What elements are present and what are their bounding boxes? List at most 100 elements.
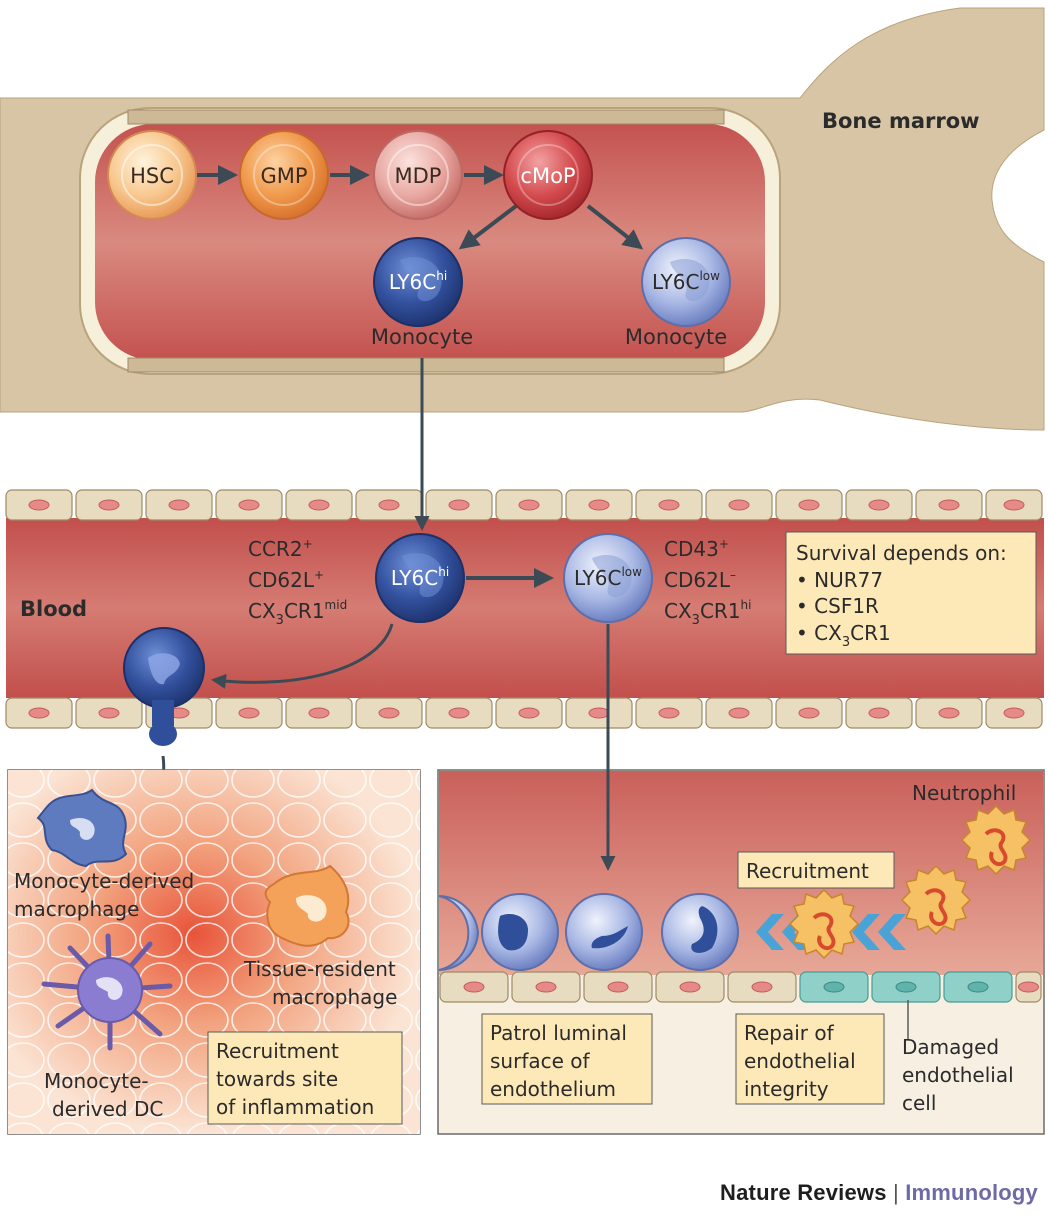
gmp-cell: GMP: [239, 130, 329, 220]
svg-text:endothelium: endothelium: [490, 1077, 616, 1101]
endothelial-nucleus: [938, 707, 960, 719]
endothelial-nucleus: [728, 707, 750, 719]
neutrophil-cell-3: [960, 804, 1032, 876]
survival-csf1r: • CSF1R: [796, 594, 879, 618]
svg-text:CD43+: CD43+: [664, 537, 729, 561]
svg-text:endothelial: endothelial: [744, 1049, 856, 1073]
svg-text:LY6Chi: LY6Chi: [389, 269, 447, 294]
recruitment-site-box: Recruitment towards site of inflammation: [207, 1031, 403, 1125]
svg-text:CCR2+: CCR2+: [248, 537, 313, 561]
endothelial-nucleus: [1018, 981, 1039, 993]
endothelial-nucleus: [518, 707, 540, 719]
endothelial-nucleus: [607, 981, 629, 993]
marrow-ly6c-hi-monocyte: LY6Chi Monocyte: [371, 237, 473, 349]
endothelial-nucleus: [938, 499, 960, 511]
blood-label: Blood: [20, 597, 87, 621]
patrolling-monocytes: [438, 893, 739, 971]
mono-mac-label-1: Monocyte-derived: [14, 869, 194, 893]
endothelial-nucleus: [728, 499, 750, 511]
neutrophil-cell-2: [900, 864, 972, 936]
svg-text:cell: cell: [902, 1091, 936, 1115]
endothelial-nucleus: [28, 707, 50, 719]
endothelial-nucleus: [448, 499, 470, 511]
endothelial-nucleus: [751, 981, 773, 993]
svg-text:LY6Clow: LY6Clow: [652, 269, 720, 294]
endothelial-nucleus: [463, 981, 485, 993]
ly6c-label: LY6C: [391, 566, 438, 590]
endothelial-nucleus: [238, 499, 260, 511]
mdp-label: MDP: [395, 164, 442, 188]
journal-section: Immunology: [905, 1180, 1038, 1205]
cd62l-label: CD62L: [248, 568, 315, 592]
endothelial-nucleus: [1003, 707, 1025, 719]
svg-text:Recruitment: Recruitment: [216, 1039, 339, 1063]
endothelial-nucleus: [28, 499, 50, 511]
endothelial-nucleus: [658, 707, 680, 719]
tissue-resident-macrophage: [264, 864, 350, 947]
endothelial-nucleus: [967, 981, 989, 993]
ly6c-label: LY6C: [652, 270, 699, 294]
endothelial-nucleus: [168, 499, 190, 511]
mono-mac-label-2: macrophage: [14, 897, 139, 921]
endothelial-nucleus: [238, 707, 260, 719]
tissue-resident-label-2: macrophage: [272, 985, 397, 1009]
hsc-cell: HSC: [107, 130, 197, 220]
endothelial-nucleus: [679, 981, 701, 993]
mono-dc-label-1: Monocyte-: [44, 1069, 149, 1093]
svg-text:endothelial: endothelial: [902, 1063, 1014, 1087]
marrow-vessel-bottom-edge: [127, 357, 725, 373]
endothelial-nucleus: [868, 499, 890, 511]
endothelium-top: [5, 489, 1043, 521]
blood-ly6c-low-monocyte: LY6Clow: [563, 533, 653, 623]
endothelial-nucleus: [378, 499, 400, 511]
blood-ly6c-hi-monocyte: LY6Chi: [375, 533, 465, 623]
low-superscript: low: [621, 565, 642, 579]
cd43-label: CD43: [664, 537, 719, 561]
endothelial-nucleus: [518, 499, 540, 511]
tissue-resident-label-1: Tissue-resident: [243, 957, 396, 981]
mono-dc-label-2: derived DC: [52, 1097, 163, 1121]
endothelial-nucleus: [1003, 499, 1025, 511]
endothelial-nucleus: [588, 499, 610, 511]
endothelial-nucleus: [823, 981, 845, 993]
bone-marrow-label: Bone marrow: [822, 109, 980, 133]
hi-markers: CCR2+ CD62L+ CX3CR1mid: [248, 537, 347, 628]
svg-text:CD62L–: CD62L–: [664, 568, 736, 592]
survival-nur77: • NUR77: [796, 568, 883, 592]
repair-box: Repair of endothelial integrity: [735, 1013, 885, 1105]
endothelial-nucleus: [658, 499, 680, 511]
svg-text:surface of: surface of: [490, 1049, 591, 1073]
endothelial-nucleus: [588, 707, 610, 719]
survival-cx3cr1: • CX3CR1: [796, 621, 891, 650]
endothelium-panel: [439, 971, 1042, 1003]
svg-text:towards site: towards site: [216, 1067, 338, 1091]
marrow-hi-monocyte-label: Monocyte: [371, 325, 473, 349]
endothelial-nucleus: [798, 499, 820, 511]
damaged-cell-label: Damaged endothelial cell: [902, 1035, 1014, 1115]
neutrophils: [788, 804, 1032, 960]
progenitor-arrows: [197, 165, 644, 250]
endothelial-nucleus: [448, 707, 470, 719]
hi-superscript: hi: [436, 269, 447, 283]
survival-box: Survival depends on: • NUR77 • CSF1R • C…: [785, 531, 1037, 655]
cd62l-label: CD62L: [664, 568, 731, 592]
endothelial-nucleus: [98, 499, 120, 511]
svg-text:Recruitment: Recruitment: [746, 859, 869, 883]
svg-text:integrity: integrity: [744, 1077, 829, 1101]
ccr2-label: CCR2: [248, 537, 303, 561]
neutrophil-cell-1: [788, 888, 860, 960]
svg-text:CX3CR1hi: CX3CR1hi: [664, 598, 752, 628]
svg-text:Damaged: Damaged: [902, 1035, 999, 1059]
gmp-label: GMP: [260, 164, 307, 188]
ly6c-label: LY6C: [389, 270, 436, 294]
extravasating-monocyte: [123, 623, 394, 746]
journal-footer: Nature Reviews | Immunology: [720, 1180, 1038, 1206]
svg-text:CX3CR1mid: CX3CR1mid: [248, 598, 347, 628]
footer-separator: |: [886, 1180, 906, 1205]
hi-superscript: hi: [438, 565, 449, 579]
svg-text:of inflammation: of inflammation: [216, 1095, 374, 1119]
marrow-low-monocyte-label: Monocyte: [625, 325, 727, 349]
cmop-cell: cMoP: [503, 130, 593, 220]
endothelial-nucleus: [378, 707, 400, 719]
endothelial-nucleus: [535, 981, 557, 993]
